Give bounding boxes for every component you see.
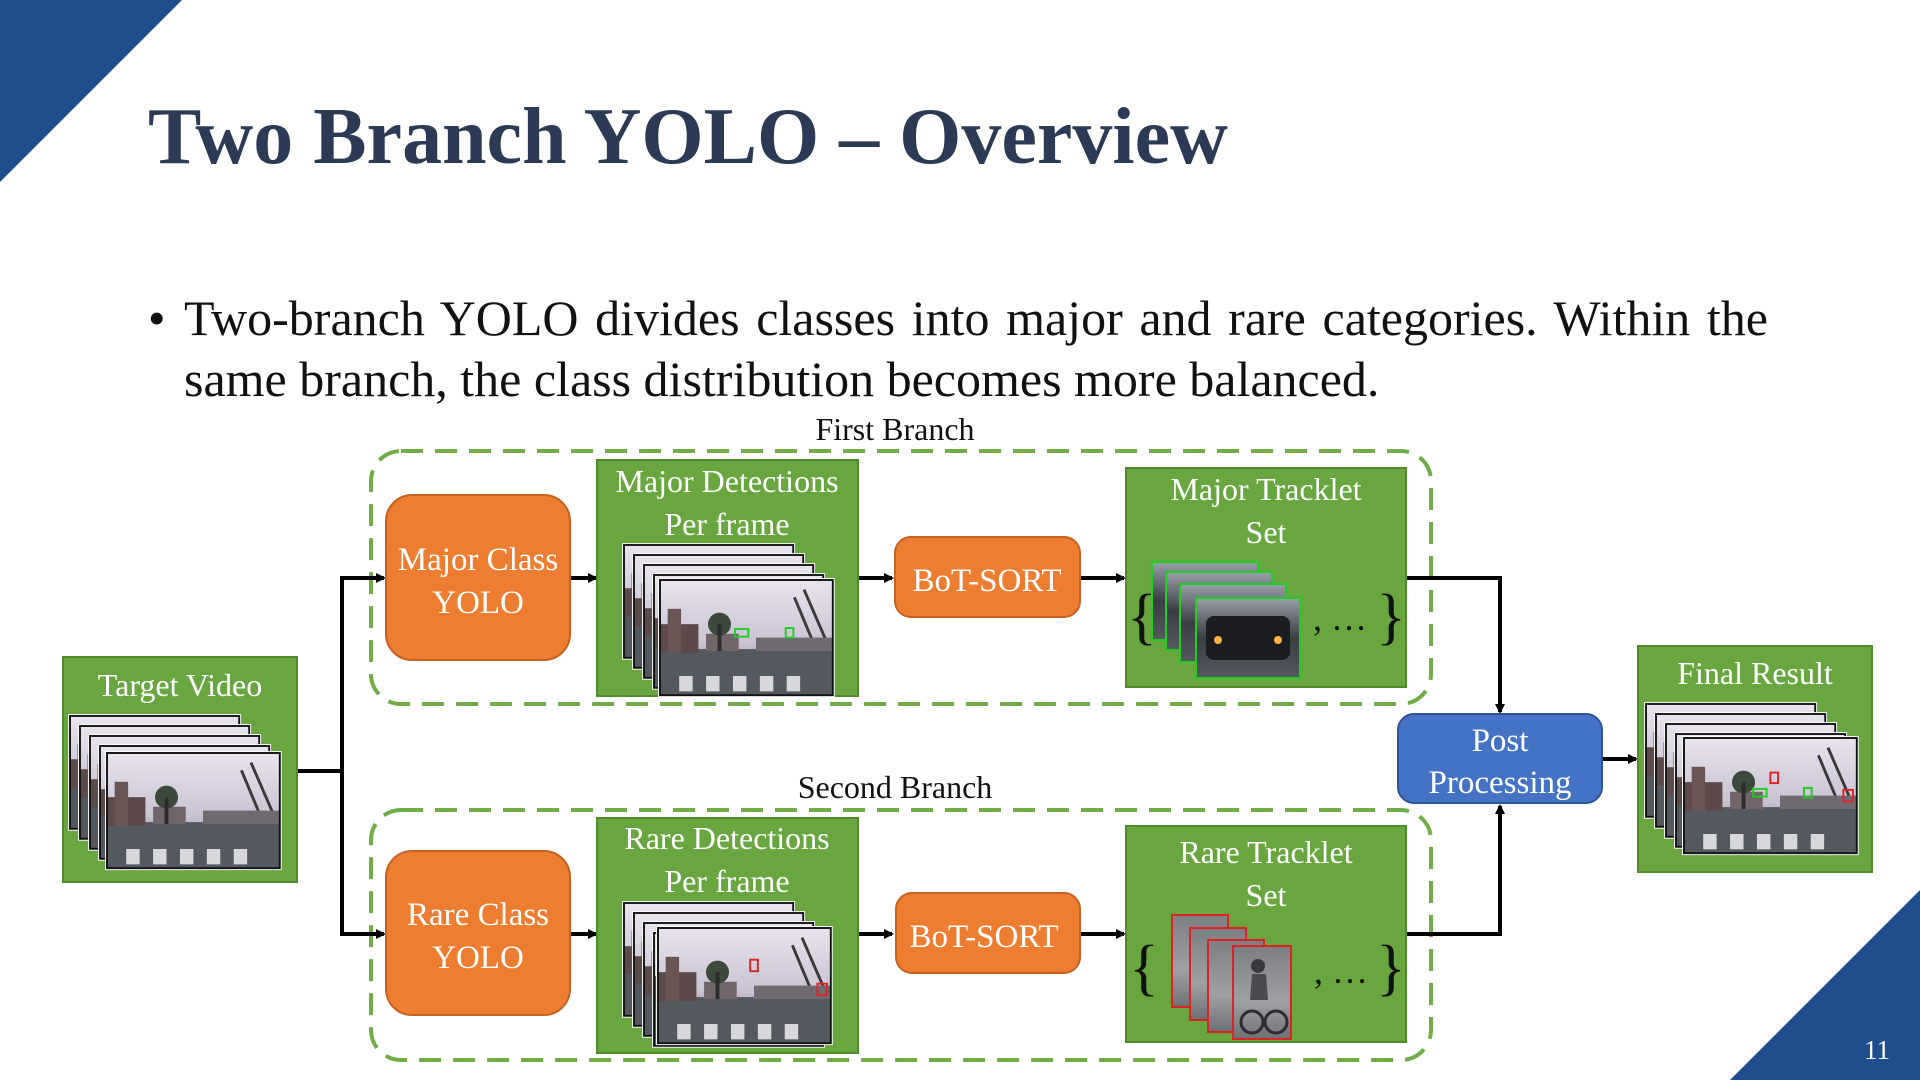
rare-class-yolo-line1: Rare Class — [407, 897, 549, 933]
final-result-frames — [1644, 702, 1859, 856]
major-detections-line1: Major Detections — [615, 463, 838, 499]
major-bbox — [1752, 787, 1768, 798]
rare-set-open-brace: { — [1129, 934, 1159, 1002]
rare-detections-box: Rare Detections Per frame — [596, 817, 859, 1054]
botsort-top-box: BoT-SORT — [894, 536, 1081, 618]
target-video-box: Target Video — [62, 656, 298, 883]
rare-detections-line1: Rare Detections — [624, 820, 829, 856]
major-detection-frames — [622, 543, 835, 698]
final-result-box: Final Result — [1637, 645, 1873, 873]
botsort-bottom-label: BoT-SORT — [910, 919, 1059, 955]
rare-bbox — [1769, 771, 1780, 785]
rare-tracklet-line1: Rare Tracklet — [1179, 834, 1352, 870]
major-bbox — [784, 627, 795, 639]
botsort-bottom-box: BoT-SORT — [895, 892, 1081, 974]
major-set-ellipsis: , … — [1313, 598, 1367, 638]
major-detections-line2: Per frame — [664, 506, 789, 542]
bottom-right-corner-triangle — [1730, 890, 1920, 1080]
second-branch-label: Second Branch — [798, 769, 993, 805]
rare-bbox — [749, 958, 759, 973]
rare-tracklet-box: Rare Tracklet Set { , … } — [1125, 825, 1407, 1043]
slide-title: Two Branch YOLO – Overview — [148, 93, 1228, 181]
post-processing-line1: Post — [1472, 723, 1529, 759]
bullet-text: Two-branch YOLO divides classes into maj… — [184, 290, 1768, 407]
rare-class-yolo-line2: YOLO — [432, 940, 524, 976]
rare-set-ellipsis: , … — [1314, 951, 1368, 991]
major-set-close-brace: } — [1376, 583, 1406, 651]
major-tracklet-line2: Set — [1246, 514, 1287, 550]
major-tracklet-crops — [1151, 561, 1301, 679]
rare-tracklet-crops — [1171, 914, 1292, 1040]
top-left-corner-triangle — [0, 0, 182, 182]
target-video-label: Target Video — [98, 667, 262, 703]
connector-lines — [298, 573, 1638, 939]
bullet-point: • Two-branch YOLO divides classes into m… — [148, 288, 1768, 410]
rare-detections-line2: Per frame — [664, 863, 789, 899]
post-processing-line2: Processing — [1429, 765, 1572, 801]
rare-class-yolo-box: Rare Class YOLO — [385, 850, 571, 1016]
page-number: 11 — [1864, 1035, 1890, 1065]
rare-tracklet-line2: Set — [1246, 877, 1287, 913]
major-detections-box: Major Detections Per frame — [596, 459, 859, 698]
target-video-frames — [68, 714, 282, 871]
major-class-yolo-box: Major Class YOLO — [385, 494, 571, 661]
major-tracklet-line1: Major Tracklet — [1170, 471, 1361, 507]
rare-bbox — [816, 982, 828, 997]
major-tracklet-box: Major Tracklet Set { , … } — [1125, 467, 1407, 688]
post-processing-box: Post Processing — [1397, 713, 1603, 804]
bullet-dot: • — [148, 290, 166, 346]
rare-detection-frames — [622, 901, 833, 1048]
major-class-yolo-line1: Major Class — [398, 542, 558, 578]
rare-bbox — [1842, 788, 1854, 803]
first-branch-label: First Branch — [815, 411, 974, 447]
botsort-top-label: BoT-SORT — [913, 563, 1062, 599]
major-bbox — [1803, 786, 1813, 799]
final-result-label: Final Result — [1677, 655, 1833, 691]
rare-set-close-brace: } — [1376, 934, 1406, 1002]
major-class-yolo-line2: YOLO — [432, 585, 524, 621]
major-bbox — [733, 628, 750, 638]
